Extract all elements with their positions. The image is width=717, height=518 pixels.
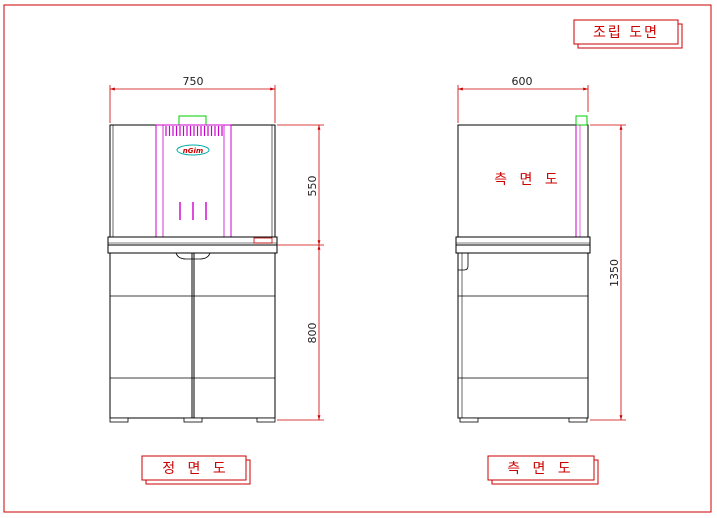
title-block: 조립 도면 (573, 19, 683, 49)
front-logo-text: nGim (183, 147, 203, 155)
drawing-title: 조립 도면 (593, 25, 659, 41)
front-view-label: 정 면 도 (162, 461, 230, 477)
side-depth-value: 600 (512, 75, 533, 88)
side-height-dimension: 1350 (590, 124, 626, 421)
front-door-handle (175, 252, 211, 260)
front-width-dimension: 750 (109, 75, 276, 123)
front-width-value: 750 (183, 75, 204, 88)
front-top-bracket (178, 115, 207, 126)
side-top-bracket (575, 115, 588, 126)
side-tank (457, 124, 589, 238)
front-lower-height-value: 800 (306, 323, 319, 344)
front-logo: nGim (176, 144, 210, 156)
front-view-label-box: 정 면 도 (141, 455, 251, 485)
front-tank (109, 124, 276, 238)
side-view-label-box: 측 면 도 (487, 455, 599, 485)
side-door-handle (458, 252, 469, 271)
side-depth-dimension: 600 (457, 75, 589, 123)
side-cabinet-top (455, 236, 591, 246)
side-total-height-value: 1350 (608, 259, 621, 287)
side-cabinet-body (455, 244, 591, 254)
side-inner-label: 측 면 도 (494, 172, 562, 188)
side-view-label: 측 면 도 (507, 461, 575, 477)
front-light-fixture (155, 124, 232, 238)
front-cabinet-top (107, 236, 278, 246)
side-view: 600 측 면 도 1350 측 면 도 (455, 75, 626, 485)
front-view: 750 nGim (107, 75, 324, 485)
front-cabinet-body (107, 244, 278, 254)
page-frame (3, 4, 712, 513)
side-cabinet (457, 252, 589, 419)
front-upper-height-value: 550 (306, 176, 319, 197)
front-badge (253, 237, 273, 244)
front-height-dimensions: 550 800 (277, 124, 324, 421)
